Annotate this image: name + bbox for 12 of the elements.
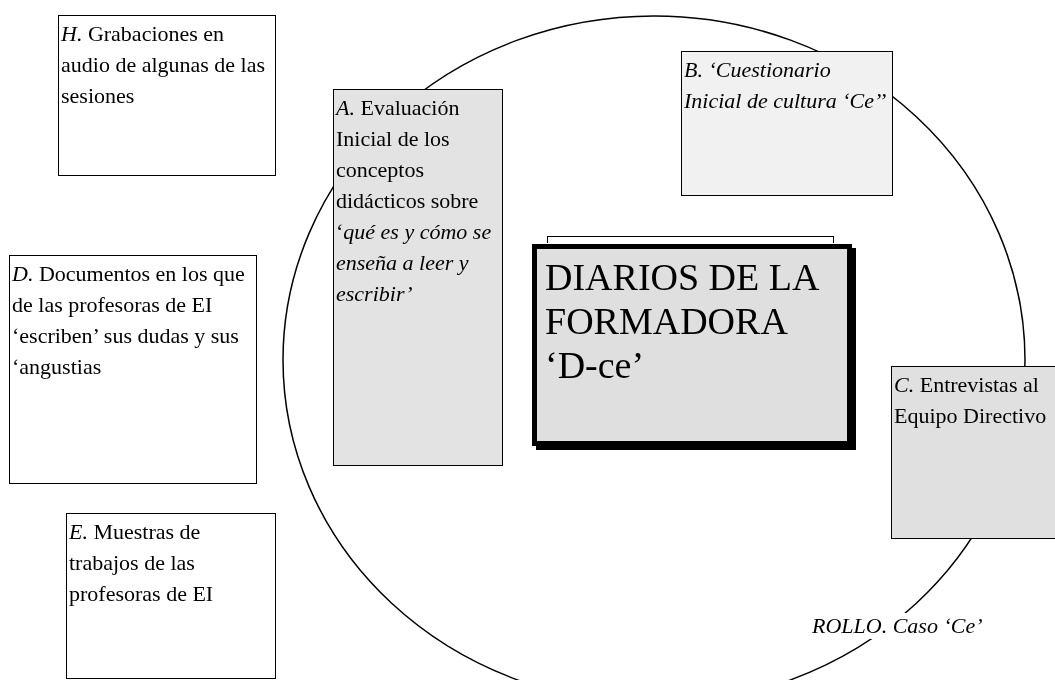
box-title: DIARIOS DE LA FORMADORA ‘D-ce’ [545, 255, 819, 387]
source-box [66, 513, 276, 679]
box-text: C. Entrevistas al Equipo Directivo [894, 371, 1048, 430]
source-box [891, 366, 1055, 539]
box-text: H. Grabaciones en audio de algunas de las sesiones [61, 20, 267, 110]
box-text: B. ‘Cuestionario Inicial de cultura ‘Ce’’ [684, 56, 888, 115]
source-box [58, 15, 276, 176]
caption-text: ROLLO. Caso ‘Ce’ [812, 613, 983, 639]
source-box [9, 255, 257, 484]
box-text: D. Documentos en los que de las profesoras de EI ‘escriben’ sus dudas y sus ‘angustias [12, 260, 246, 381]
box-text: E. Muestras de trabajos de las profesoras de EI [69, 518, 215, 608]
box-text: A. Evaluación Inicial de los conceptos didácticos sobre ‘qué es y cómo se enseña a leer y escribir’ [336, 94, 493, 308]
